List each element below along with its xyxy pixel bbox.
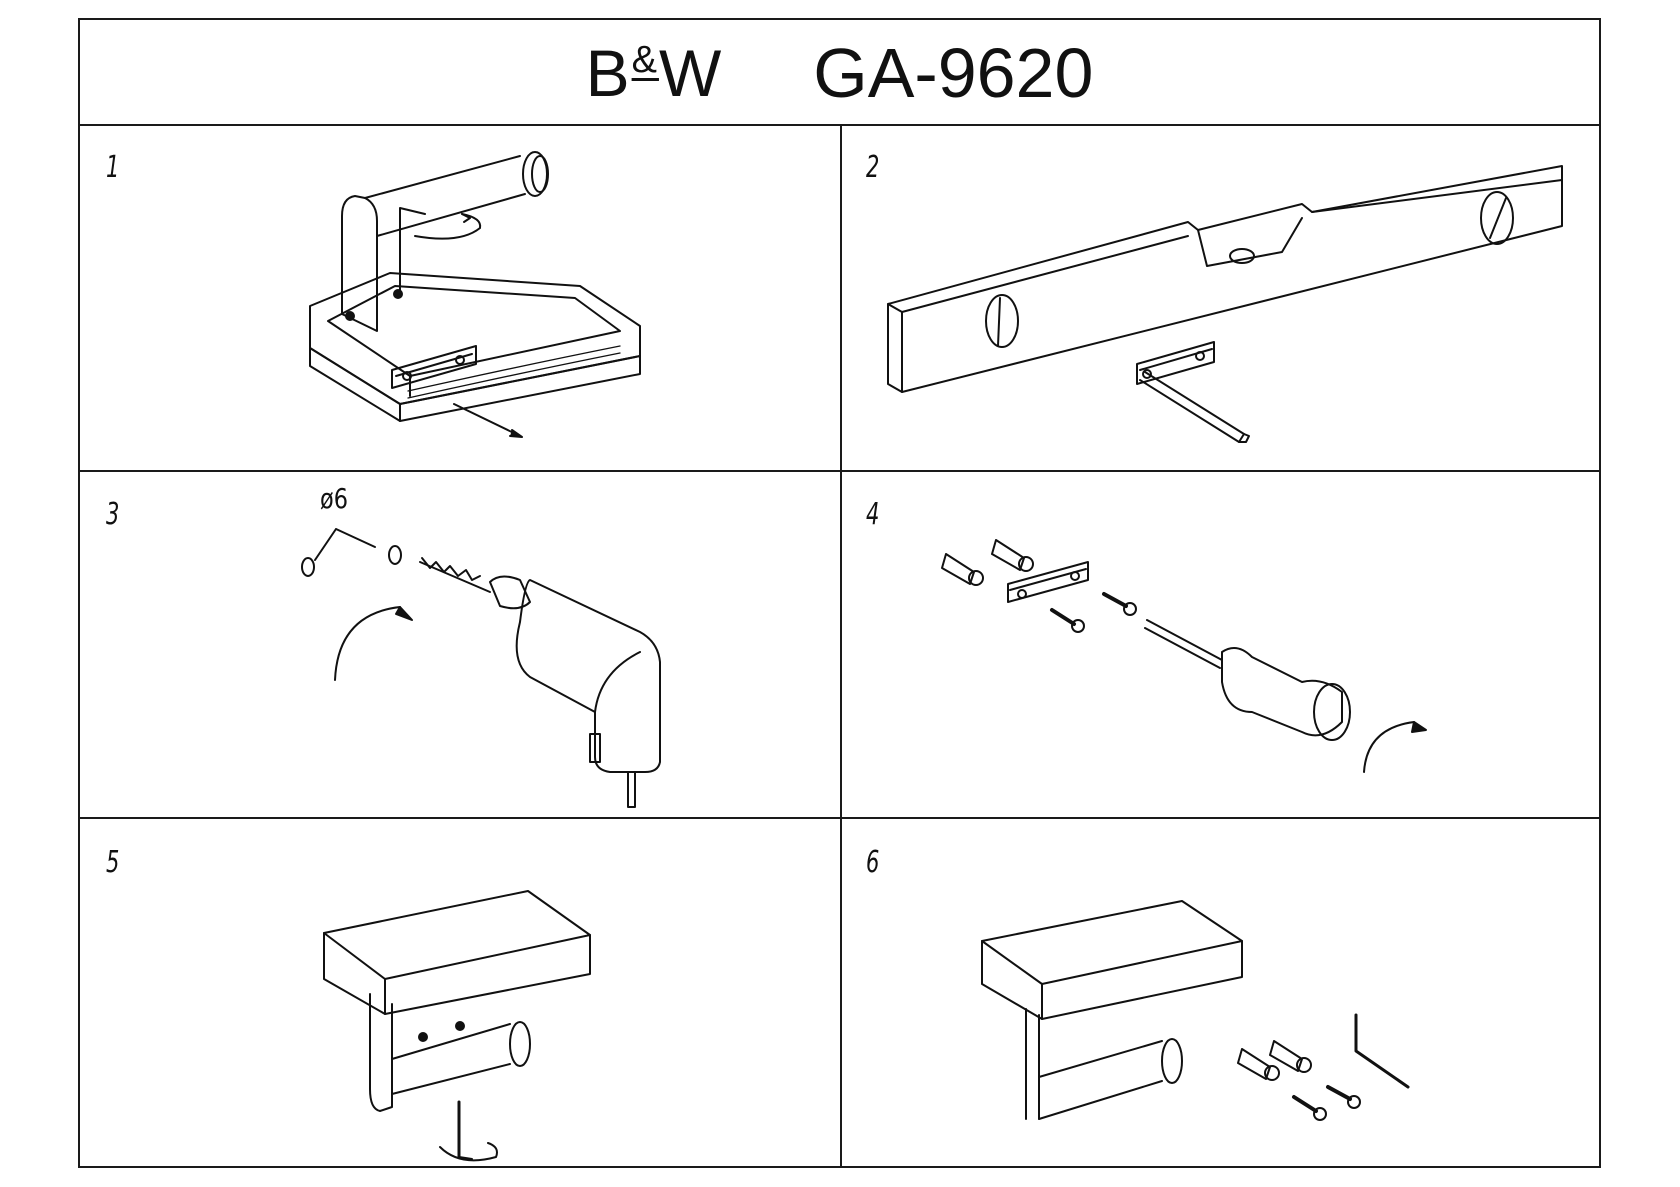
page-frame [78, 18, 1601, 1168]
hex-key-icon [457, 1100, 473, 1160]
spirit-level [887, 165, 1563, 393]
arrow-remove-bracket [453, 403, 523, 438]
wall-plug-icon [941, 539, 1034, 586]
holder-upside-down [309, 151, 641, 422]
rotation-arrow-icon [1363, 721, 1427, 773]
row-divider-1 [78, 470, 1601, 472]
hex-key-icon [1354, 1013, 1410, 1089]
mounting-bracket [391, 345, 477, 389]
brand-letter-b: B [585, 35, 632, 110]
step-6-illustration [981, 900, 1410, 1121]
step-4-illustration [941, 539, 1427, 773]
step-5-illustration [323, 890, 591, 1162]
drill-hole-markers [301, 528, 402, 577]
step-number-3: 3 [106, 497, 120, 532]
brand-letter-w: W [658, 35, 724, 110]
mounting-bracket [1007, 561, 1089, 603]
step-3-illustration [301, 528, 661, 808]
brand-logo: B&W [586, 35, 724, 111]
toilet-paper-holder [981, 900, 1243, 1120]
wall-plug-icon [1237, 1040, 1312, 1081]
row-divider-2 [78, 817, 1601, 819]
step-2-illustration [887, 165, 1563, 443]
rotation-arrow-icon [334, 606, 413, 681]
column-divider [840, 125, 842, 1168]
screwdriver-icon [1144, 619, 1351, 741]
hex-key-icon [399, 207, 482, 295]
header-divider [78, 124, 1601, 126]
step-number-4: 4 [866, 497, 880, 532]
drill-icon [419, 557, 661, 808]
toilet-paper-holder [323, 890, 591, 1112]
step-number-2: 2 [866, 150, 880, 185]
step-number-6: 6 [866, 845, 880, 880]
model-number: GA-9620 [813, 33, 1094, 112]
screw-icon [1292, 1085, 1361, 1121]
brand-ampersand: & [631, 38, 659, 81]
pencil-icon [1139, 371, 1250, 443]
step-number-5: 5 [106, 845, 120, 880]
step-number-1: 1 [106, 150, 120, 185]
step-1-illustration [309, 151, 641, 438]
screw-icon [1050, 592, 1137, 633]
title-header: B&W GA-9620 [80, 20, 1599, 125]
mounting-bracket [1136, 341, 1215, 385]
rotation-arrow-icon [439, 1142, 498, 1162]
hole-diameter-label: ø6 [320, 482, 348, 515]
